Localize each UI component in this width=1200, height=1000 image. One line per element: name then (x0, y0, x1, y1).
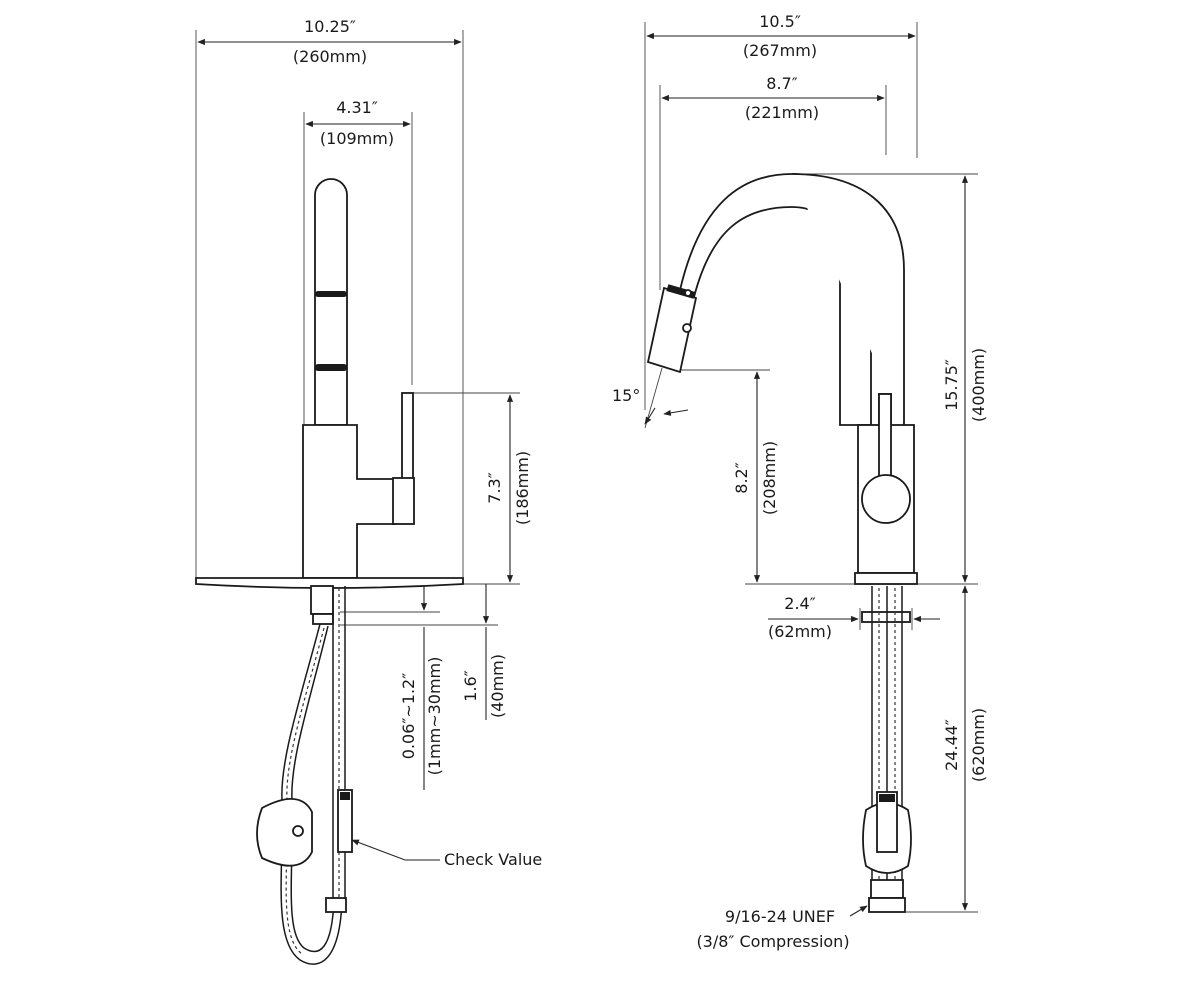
overall-reach-metric: (267mm) (743, 41, 817, 60)
spout-width-metric: (109mm) (320, 129, 394, 148)
spray-head-band-top (315, 291, 347, 297)
spout-clearance-metric: (208mm) (760, 441, 779, 515)
spout-clearance-imperial: 8.2″ (732, 462, 751, 493)
check-valve-label: Check Value (444, 850, 542, 869)
base-diameter-imperial: 2.4″ (784, 594, 815, 613)
handle-lever (401, 392, 414, 484)
shank-length-imperial: 1.6″ (461, 670, 480, 701)
connection-thread-label: 9/16-24 UNEF (725, 907, 835, 926)
faucet-body (302, 424, 396, 579)
connection-type-label: (3/8″ Compression) (696, 932, 849, 951)
overall-reach-imperial: 10.5″ (759, 12, 801, 31)
handle-knob (861, 474, 911, 524)
compression-fitting (870, 879, 904, 899)
front-view: 10.5″ (267mm) 8.7″ (221mm) 15° 8.2″ (208… (612, 12, 988, 951)
faucet-base (854, 572, 918, 585)
spout-reach-imperial: 8.7″ (766, 74, 797, 93)
overall-height-metric: (400mm) (969, 348, 988, 422)
check-valve (337, 789, 353, 853)
spout-tube (314, 178, 348, 426)
overall-width-imperial: 10.25″ (304, 17, 356, 36)
spout-reach-metric: (221mm) (745, 103, 819, 122)
base-diameter-metric: (62mm) (768, 622, 832, 641)
spout-width-imperial: 4.31″ (336, 98, 378, 117)
handle-hub (392, 477, 415, 525)
shank-length-metric: (40mm) (488, 654, 507, 718)
supply-length-imperial: 24.44″ (942, 719, 961, 771)
body-height-imperial: 7.3″ (485, 472, 504, 503)
deck-thickness-metric: (1mm~30mm) (425, 657, 444, 776)
supply-length-metric: (620mm) (969, 708, 988, 782)
shank-fitting (310, 585, 334, 615)
side-view: 10.25″ (260mm) 4.31″ (109mm) 7.3″ (186mm… (195, 17, 542, 965)
body-height-metric: (186mm) (513, 451, 532, 525)
overall-height-imperial: 15.75″ (942, 359, 961, 411)
hose-weight (256, 798, 313, 867)
pulldown-hose (280, 623, 343, 965)
overall-width-metric: (260mm) (293, 47, 367, 66)
deck-plate (195, 577, 464, 589)
spray-angle-label: 15° (612, 386, 640, 405)
spray-head-band-bottom (315, 364, 347, 371)
deck-thickness-imperial: 0.06″~1.2″ (399, 673, 418, 759)
